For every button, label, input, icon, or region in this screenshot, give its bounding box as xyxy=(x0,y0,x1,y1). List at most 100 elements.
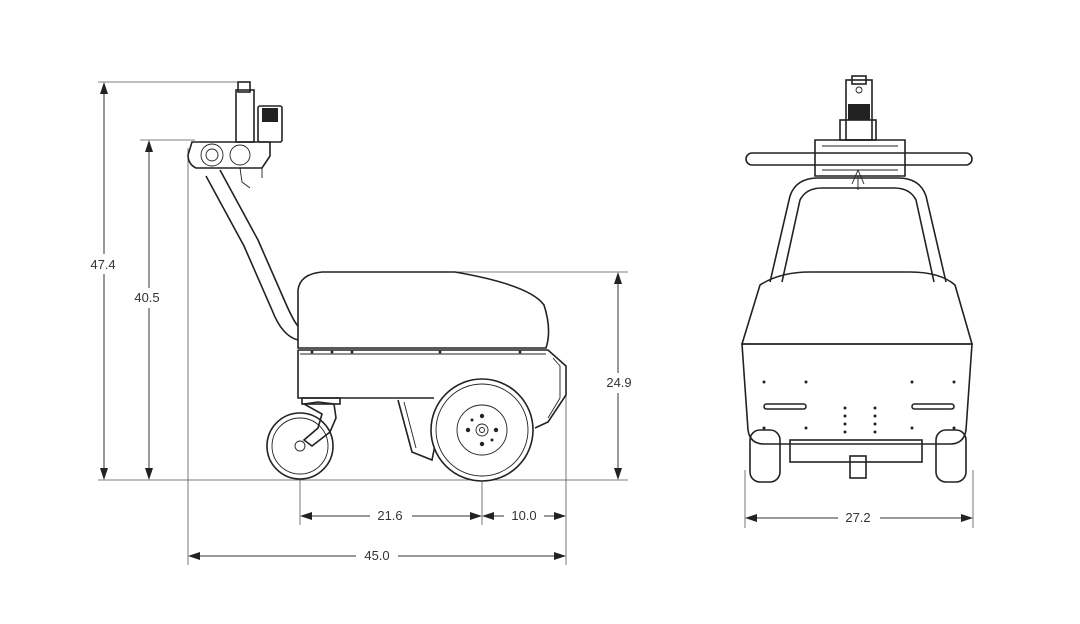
handle-grip-right xyxy=(229,144,251,166)
dim-label-bg xyxy=(356,546,398,566)
rivet xyxy=(804,380,808,384)
rivet xyxy=(350,350,354,354)
vent-slot-right xyxy=(911,403,955,410)
side-view: 47.4 40.5 24.9 21.6 10.0 45.0 xyxy=(82,81,640,566)
rivet xyxy=(873,414,877,418)
drive-wheel-tread xyxy=(435,383,529,477)
rivet xyxy=(804,426,808,430)
dim-label-bg xyxy=(82,254,124,274)
front-body-panel xyxy=(741,343,973,445)
lug-nut xyxy=(479,413,485,419)
handle-height-label: 40.5 xyxy=(134,290,159,305)
body-height-label: 24.9 xyxy=(606,375,631,390)
body-lower xyxy=(298,349,567,429)
handlebar xyxy=(745,152,973,166)
arrow-icon xyxy=(100,468,108,480)
undercarriage xyxy=(789,439,923,463)
control-column xyxy=(235,89,255,143)
rivet xyxy=(762,380,766,384)
drive-wheel-center xyxy=(479,427,485,433)
arrow-icon xyxy=(188,552,200,560)
tiller-arm-back xyxy=(219,169,299,327)
lug-nut xyxy=(470,418,474,422)
front-control-cap xyxy=(851,75,867,85)
rivet xyxy=(952,380,956,384)
caster-tread xyxy=(271,417,329,475)
rivet xyxy=(438,350,442,354)
rear-overhang-label: 10.0 xyxy=(511,508,536,523)
rivet xyxy=(910,426,914,430)
body-side xyxy=(297,350,434,399)
overall-width-label: 27.2 xyxy=(845,510,870,525)
rivet xyxy=(310,350,314,354)
caster-plate xyxy=(301,397,341,405)
handle-grip-left-inner xyxy=(205,148,219,162)
drive-wheel-axle xyxy=(475,423,489,437)
rivet xyxy=(330,350,334,354)
front-right-wheel xyxy=(935,429,967,483)
vent-slot-left xyxy=(763,403,807,410)
throttle-stem xyxy=(851,169,865,190)
arrow-icon xyxy=(145,468,153,480)
rivet xyxy=(843,414,847,418)
body-cover xyxy=(297,271,550,349)
dim-label-bg xyxy=(504,506,544,526)
rivet xyxy=(843,406,847,410)
arrow-icon xyxy=(145,140,153,152)
control-cap xyxy=(237,81,251,93)
handlebar-mount xyxy=(814,139,906,177)
tiller-handle xyxy=(187,81,299,341)
front-body-cover xyxy=(740,271,974,345)
rivet xyxy=(952,426,956,430)
handle-head xyxy=(187,141,271,169)
overall-height-label: 47.4 xyxy=(90,257,115,272)
arrow-icon xyxy=(554,552,566,560)
rivet xyxy=(873,422,877,426)
caster-axle xyxy=(294,440,306,452)
lug-nut xyxy=(490,438,494,442)
caster-fork xyxy=(301,401,337,448)
arrow-icon xyxy=(100,82,108,94)
dim-label-bg xyxy=(598,373,640,393)
mount-detail xyxy=(822,145,898,171)
dim-label-bg xyxy=(128,288,170,308)
panel-rivets xyxy=(762,380,956,434)
rivet xyxy=(843,422,847,426)
arrow-icon xyxy=(482,512,494,520)
rivet xyxy=(873,430,877,434)
beacon-light xyxy=(262,108,278,122)
rivet xyxy=(873,406,877,410)
front-view: 27.2 xyxy=(740,75,974,528)
caster-tire xyxy=(266,412,334,480)
arrow-icon xyxy=(554,512,566,520)
arrow-icon xyxy=(300,512,312,520)
rivet xyxy=(910,380,914,384)
arrow-icon xyxy=(470,512,482,520)
tiller-arm-front xyxy=(205,175,299,341)
handle-cable xyxy=(239,167,251,189)
arrow-icon xyxy=(961,514,973,522)
lug-nut xyxy=(493,427,499,433)
front-left-wheel xyxy=(749,429,781,483)
rivet xyxy=(762,426,766,430)
lug-nut xyxy=(465,427,471,433)
arrow-icon xyxy=(614,272,622,284)
control-screw xyxy=(855,86,863,94)
rivet xyxy=(843,430,847,434)
control-box xyxy=(257,105,283,143)
rivet xyxy=(518,350,522,354)
handle-hoop-inner xyxy=(781,187,935,283)
handle-grip-left xyxy=(200,143,224,167)
drive-wheel-tire xyxy=(430,378,534,482)
arrow-icon xyxy=(745,514,757,522)
wheelbase-label: 21.6 xyxy=(377,508,402,523)
dim-label-bg xyxy=(838,508,880,528)
control-housing xyxy=(839,119,877,141)
drive-wheel-hub xyxy=(456,404,508,456)
motor-bracket-edge xyxy=(403,401,417,449)
dim-label-bg xyxy=(370,506,412,526)
handle-hoop-outer xyxy=(769,177,947,283)
lug-nut xyxy=(479,441,485,447)
